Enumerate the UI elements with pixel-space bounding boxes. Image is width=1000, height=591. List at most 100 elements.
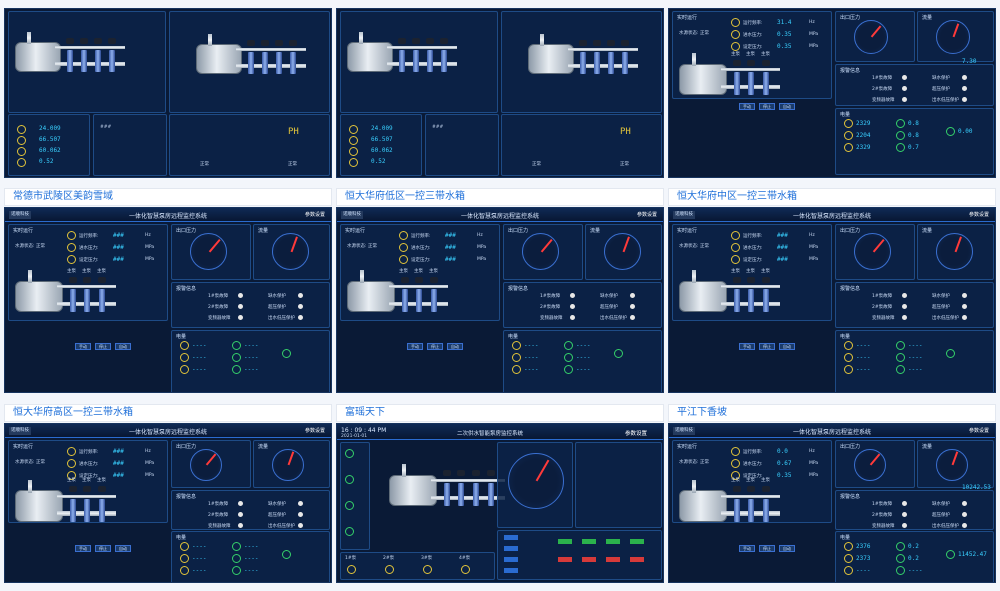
- inlet-pipe: [691, 479, 696, 493]
- panel-title: 出口压力: [840, 228, 861, 234]
- stop-button[interactable]: [606, 557, 620, 562]
- water-tank: [15, 490, 64, 522]
- gauge-needle: [288, 451, 295, 466]
- status-ring-icon: [399, 231, 408, 240]
- voltage-ring-icon: [844, 365, 853, 375]
- alarm-label: 超压保护: [600, 304, 618, 310]
- settings-button[interactable]: 参数设置: [625, 431, 648, 437]
- manifold-pipe: [721, 68, 780, 72]
- alarm-label: 2#泵故障: [872, 304, 893, 310]
- header-title: 二次供水智能泵房监控系统: [457, 431, 524, 437]
- alarm-label: 缺水保护: [932, 501, 950, 507]
- project-title[interactable]: 富瑶天下: [336, 404, 664, 422]
- pump-label: 主泵: [399, 268, 408, 274]
- settings-button[interactable]: 参数设置: [968, 428, 989, 434]
- mode-button[interactable]: 手动: [739, 342, 755, 350]
- settings-button[interactable]: 参数设置: [968, 212, 989, 218]
- start-button[interactable]: [630, 539, 644, 544]
- start-button[interactable]: [558, 539, 572, 544]
- status-ring-icon: [731, 42, 740, 51]
- project-title[interactable]: 恒大华府高区一控三带水箱: [4, 404, 332, 422]
- mode-button[interactable]: 停止: [759, 545, 775, 553]
- alarm-label: 变频器故障: [208, 315, 231, 321]
- pump-body: [594, 52, 600, 74]
- mode-button[interactable]: 手动: [407, 342, 423, 350]
- current-ring-icon: [896, 554, 905, 564]
- dashboard-thumbnail[interactable]: 诺顺科技一体化智慧泵房远程监控系统参数设置实时运行水源状态: 正常运行频率:##…: [4, 423, 332, 583]
- mode-button[interactable]: 停止: [427, 342, 443, 350]
- gauge-needle: [953, 23, 960, 38]
- mode-button[interactable]: 手动: [739, 103, 755, 111]
- mode-button[interactable]: 停止: [95, 342, 111, 350]
- voltage-ring-icon: [512, 353, 521, 363]
- mode-button[interactable]: 自动: [779, 342, 795, 350]
- mode-button[interactable]: 自动: [779, 103, 795, 111]
- pressure-gauge: [854, 20, 888, 54]
- mode-button[interactable]: 自动: [115, 545, 131, 553]
- gauge-needle: [872, 239, 885, 253]
- metric-unit: MPa: [809, 245, 819, 250]
- stop-button[interactable]: [630, 557, 644, 562]
- stop-button[interactable]: [558, 557, 572, 562]
- logo: 诺顺科技: [673, 211, 695, 219]
- sensor-value: 0.52: [39, 158, 54, 166]
- metric-unit: MPa: [145, 473, 155, 478]
- alarm-label: 缺水保护: [600, 293, 618, 299]
- pump-body: [473, 482, 479, 506]
- manifold-pipe: [721, 285, 780, 289]
- panel-title: 出口压力: [176, 444, 197, 450]
- pump-body: [84, 498, 91, 522]
- metric-unit: MPa: [809, 44, 819, 49]
- mode-button[interactable]: 手动: [739, 545, 755, 553]
- mode-button[interactable]: 自动: [779, 545, 795, 553]
- alarm-label: 1#泵故障: [872, 75, 893, 81]
- water-tank: [15, 280, 64, 313]
- mode-button[interactable]: 手动: [75, 342, 91, 350]
- pump-label: 主泵: [731, 478, 740, 484]
- manifold-pipe: [57, 494, 116, 498]
- metric-unit: MPa: [809, 461, 819, 466]
- dashboard-thumbnail[interactable]: 诺顺科技一体化智慧泵房远程监控系统参数设置实时运行水源状态: 正常运行频率:##…: [4, 207, 332, 393]
- alarm-indicator: [630, 303, 635, 309]
- current-ring-icon: [896, 353, 905, 363]
- project-title[interactable]: 常德市武陵区美韵雪域: [4, 188, 332, 206]
- pump-label: 主泵: [67, 478, 76, 484]
- mode-button[interactable]: 自动: [115, 342, 131, 350]
- pump-motor-icon: [762, 59, 770, 66]
- power-panel: 电量------------------------: [171, 330, 330, 392]
- mode-button[interactable]: 停止: [759, 342, 775, 350]
- start-button[interactable]: [606, 539, 620, 544]
- pump-control-panel: [497, 530, 662, 580]
- start-button[interactable]: [582, 539, 596, 544]
- dashboard-thumbnail[interactable]: 诺顺科技一体化智慧泵房远程监控系统参数设置实时运行水源状态: 正常运行频率:##…: [668, 207, 996, 393]
- project-title[interactable]: 平江下香坡: [668, 404, 996, 422]
- pump-label: 主泵: [97, 478, 106, 484]
- settings-button[interactable]: 参数设置: [304, 212, 325, 218]
- alarm-label: 1#泵故障: [872, 293, 893, 299]
- stop-button[interactable]: [582, 557, 596, 562]
- dashboard-thumbnail[interactable]: 诺顺科技一体化智慧泵房远程监控系统参数设置实时运行水源状态: 正常运行频率:##…: [336, 207, 664, 393]
- mode-button[interactable]: 停止: [759, 103, 775, 111]
- current-ring-icon: [896, 365, 905, 375]
- settings-button[interactable]: 参数设置: [636, 212, 657, 218]
- alarm-indicator: [238, 522, 243, 528]
- status-ring-icon: [731, 18, 740, 27]
- project-title[interactable]: 恒大华府低区一控三带水箱: [336, 188, 664, 206]
- water-tank: [347, 42, 393, 72]
- mode-button[interactable]: 手动: [75, 545, 91, 553]
- alarm-indicator: [902, 85, 907, 91]
- pump-motor-icon: [430, 276, 438, 283]
- pump-body: [99, 289, 105, 313]
- mode-button[interactable]: 自动: [447, 342, 463, 350]
- project-title[interactable]: 恒大华府中区一控三带水箱: [668, 188, 996, 206]
- alarm-label: 变频器故障: [872, 523, 895, 529]
- inlet-pipe: [691, 53, 696, 67]
- dashboard-thumbnail[interactable]: 诺顺科技一体化智慧泵房远程监控系统参数设置实时运行水源状态: 正常运行频率:0.…: [668, 423, 996, 583]
- mode-button[interactable]: 停止: [95, 545, 111, 553]
- settings-button[interactable]: 参数设置: [304, 428, 325, 434]
